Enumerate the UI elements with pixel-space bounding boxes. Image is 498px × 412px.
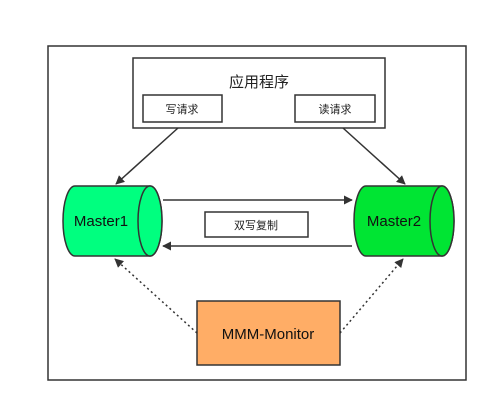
write-request-box: 写请求 [142,94,223,123]
read-arrow [342,127,406,185]
master2-node: Master2 [353,185,455,257]
write-arrow [115,127,179,185]
outer-frame [47,45,467,381]
app-label: 应用程序 [229,73,289,91]
master2-label: Master2 [367,213,421,230]
monitor-arrow-master2 [339,258,404,334]
read-request-box: 读请求 [294,94,376,123]
replication-label-box: 双写复制 [204,211,309,238]
master1-node: Master1 [62,185,163,257]
app-box: 应用程序 写请求 读请求 [132,57,386,129]
replication-label: 双写复制 [234,218,278,232]
master1-label: Master1 [74,213,128,230]
monitor-label: MMM-Monitor [222,326,315,343]
monitor-arrow-master1 [114,258,198,334]
monitor-node: MMM-Monitor [196,300,341,366]
write-request-label: 写请求 [166,103,199,116]
read-request-label: 读请求 [319,102,352,116]
